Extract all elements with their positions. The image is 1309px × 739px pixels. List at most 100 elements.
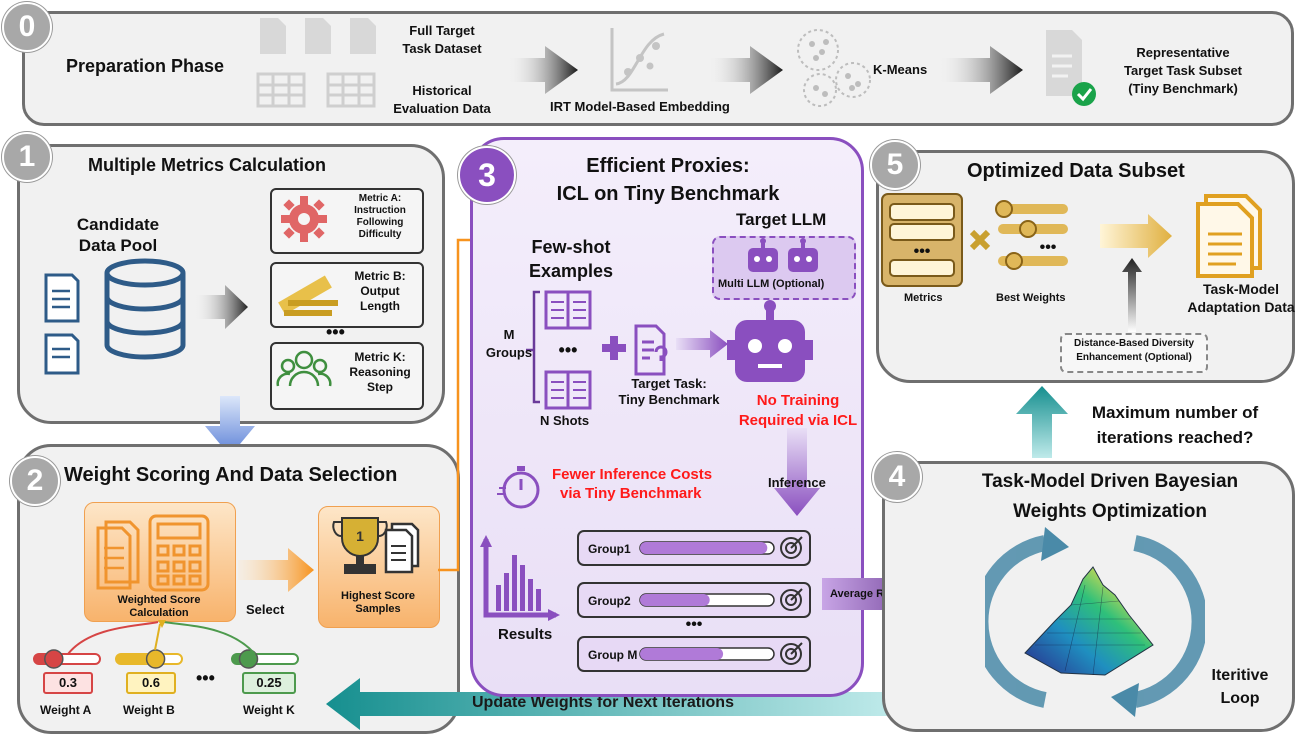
step-badge-5: 5 xyxy=(870,140,920,190)
weight-label-b: Weight B xyxy=(123,703,175,717)
few-shot-graphic: ••• xyxy=(526,290,813,410)
preparation-phase-title: Preparation Phase xyxy=(66,56,225,76)
weight-label-k: Weight K xyxy=(243,703,295,717)
metric-card-k xyxy=(270,342,424,410)
document-icon xyxy=(260,18,376,54)
weight-slider-knob xyxy=(44,649,64,669)
data-pool-graphic xyxy=(44,258,248,375)
optimized-subset-title: Optimized Data Subset xyxy=(967,160,1185,182)
arrow-icon xyxy=(1100,214,1172,258)
arrow-icon xyxy=(505,46,578,94)
step-badge-0: 0 xyxy=(2,2,52,52)
weight-slider-fill xyxy=(116,654,156,664)
group-name: Group1 xyxy=(588,542,631,556)
group-score-fill xyxy=(640,542,768,554)
n-shots-label: N Shots xyxy=(540,413,590,428)
weight-connector xyxy=(67,621,159,655)
arrow-icon xyxy=(935,46,1023,94)
target-icon-inner xyxy=(785,648,797,660)
plus-icon xyxy=(602,336,626,360)
down-arrow xyxy=(205,396,255,456)
kmeans-cluster-icon xyxy=(797,29,871,107)
group-ellipsis: ••• xyxy=(686,616,703,633)
trophy-graphic: 1 xyxy=(332,517,420,574)
metric-icons xyxy=(276,196,338,387)
target-llm-label: Target LLM xyxy=(736,210,827,229)
up-arrow xyxy=(1016,386,1068,458)
multi-llm-label: Multi LLM (Optional) xyxy=(718,278,825,290)
best-weights-icon: ••• xyxy=(995,200,1068,270)
svg-text:1: 1 xyxy=(356,528,364,544)
diversity-arrow xyxy=(1122,258,1142,332)
results-chart-icon xyxy=(480,535,560,621)
weight-scoring-title: Weight Scoring And Data Selection xyxy=(64,464,398,486)
step-badge-4: 4 xyxy=(872,452,922,502)
document-icon xyxy=(44,273,80,375)
inference-arrow xyxy=(774,428,820,516)
weight-connector xyxy=(163,621,256,655)
step-badge-2: 2 xyxy=(10,456,60,506)
weight-label-a: Weight A xyxy=(40,703,92,717)
multi-llm-box xyxy=(712,236,856,300)
target-dart xyxy=(790,588,803,601)
metric-ellipsis: ••• xyxy=(326,322,345,342)
target-icon xyxy=(780,589,802,611)
adaptation-data-icon xyxy=(1196,194,1262,278)
ruler-icon xyxy=(278,275,338,316)
results-label: Results xyxy=(498,626,553,643)
select-arrow xyxy=(238,548,314,592)
document-icon xyxy=(96,520,140,590)
arrow-icon xyxy=(192,285,248,329)
table-icon xyxy=(256,72,376,108)
weight-value-b: 0.6 xyxy=(126,672,176,694)
group-score-fill xyxy=(640,594,710,606)
svg-text:•••: ••• xyxy=(1040,239,1057,256)
group-score-fill xyxy=(640,648,724,660)
stopwatch-icon xyxy=(497,466,540,509)
optimization-loop-graphic xyxy=(985,527,1205,717)
select-label: Select xyxy=(246,602,285,617)
svg-text:•••: ••• xyxy=(914,243,931,260)
group-name: Group2 xyxy=(588,594,631,608)
target-dart xyxy=(790,536,803,549)
gear-icon xyxy=(281,196,327,242)
irt-label: IRT Model-Based Embedding xyxy=(550,99,730,114)
inference-label: Inference xyxy=(768,475,826,490)
database-icon xyxy=(104,258,186,360)
target-icon xyxy=(780,537,802,559)
calculator-icon xyxy=(148,514,210,592)
document-icon xyxy=(384,522,420,574)
robot-icon xyxy=(727,300,813,382)
target-icon xyxy=(780,643,802,665)
weight-connector-arrowhead xyxy=(158,620,166,628)
target-icon-inner xyxy=(785,594,797,606)
diversity-box xyxy=(1060,333,1208,373)
target-icon-inner xyxy=(785,542,797,554)
metrics-label: Metrics xyxy=(904,292,943,304)
weight-sliders xyxy=(33,620,299,669)
target-dart xyxy=(790,642,803,655)
document-check-icon xyxy=(1046,30,1096,106)
loss-surface-icon xyxy=(1024,566,1154,676)
loop-arrow-icon xyxy=(985,535,1205,708)
best-weights-label: Best Weights xyxy=(996,292,1066,304)
group-name: Group M xyxy=(588,648,637,662)
weight-connector xyxy=(154,623,161,651)
arrow-icon xyxy=(676,330,728,358)
svg-text:•••: ••• xyxy=(559,340,578,360)
weight-value-k: 0.25 xyxy=(242,672,296,694)
